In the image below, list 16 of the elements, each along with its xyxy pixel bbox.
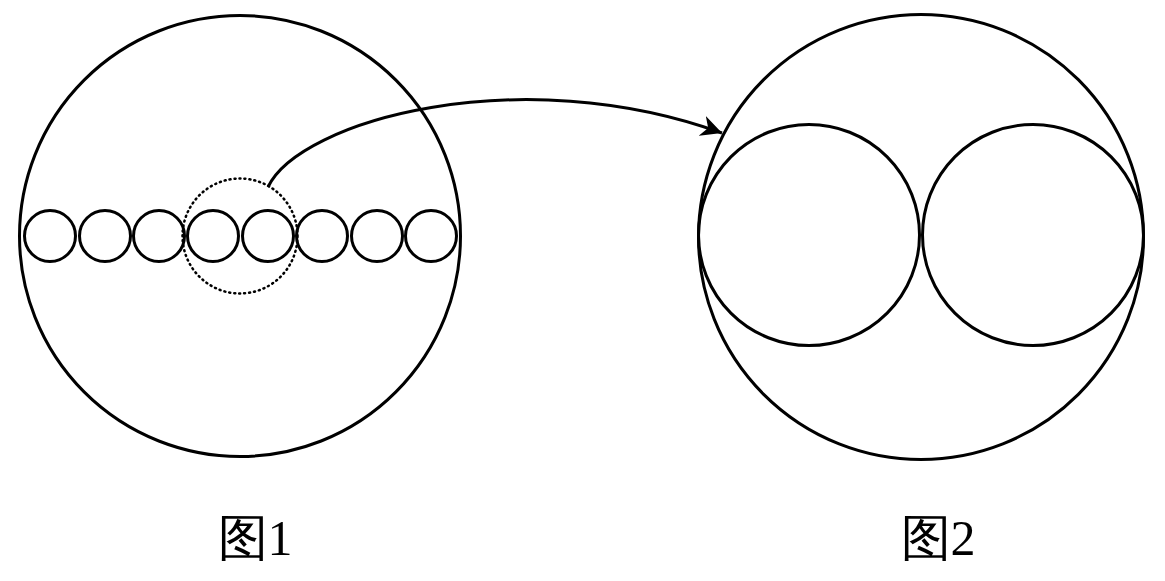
circle [18, 14, 462, 458]
circle [295, 209, 350, 263]
circle [697, 13, 1145, 461]
figure-caption: 图2 [900, 513, 976, 563]
circle [349, 209, 404, 263]
circle [240, 209, 295, 263]
circle [404, 209, 458, 263]
circle [921, 123, 1145, 347]
figure-caption: 图1 [217, 513, 293, 563]
arrow [266, 98, 723, 188]
circle [132, 209, 186, 263]
dotted-circle [181, 177, 299, 295]
circle [23, 209, 78, 263]
circle [77, 209, 132, 263]
circle [697, 123, 921, 347]
circle [186, 209, 241, 263]
